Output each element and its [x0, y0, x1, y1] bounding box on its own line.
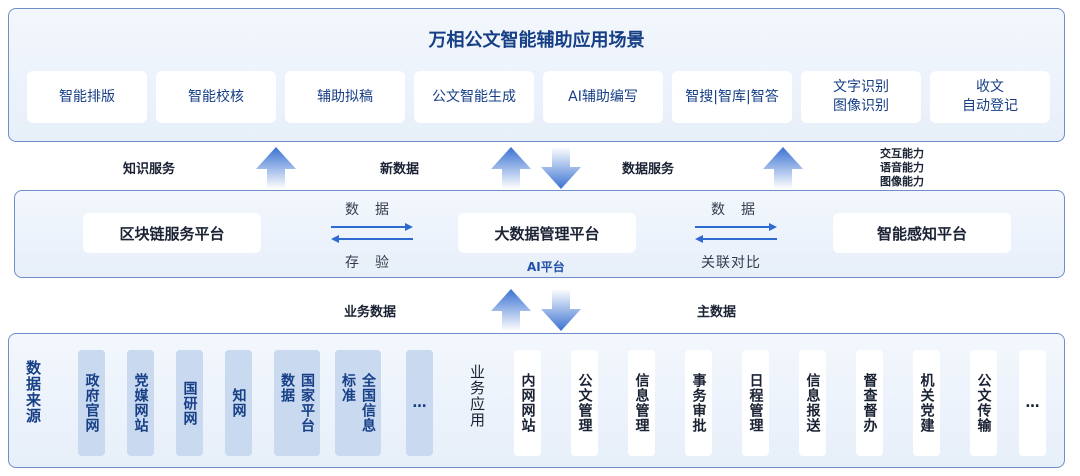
right-flow-top-label: 数 据	[711, 202, 756, 218]
scenario-search-library-answer[interactable]: 智搜|智库|智答	[672, 71, 792, 123]
scenario-ai-writing[interactable]: AI辅助编写	[543, 71, 663, 123]
double-arrow-icon	[695, 223, 777, 243]
app-schedule-management[interactable]: 日程管理	[742, 350, 769, 456]
left-flow-top-label: 数 据	[345, 202, 390, 218]
app-document-transfer[interactable]: 公文传输	[970, 350, 997, 456]
app-affairs-approval[interactable]: 事务审批	[685, 350, 712, 456]
source-national-standards[interactable]: 全国信息 标准	[335, 350, 381, 456]
scenario-text-image-recognition[interactable]: 文字识别 图像识别	[801, 71, 921, 123]
app-more[interactable]: …	[1019, 350, 1046, 456]
bigdata-platform[interactable]: 大数据管理平台	[458, 213, 636, 253]
arrow-up-icon	[763, 147, 803, 189]
arrow-up-icon	[491, 289, 531, 331]
scenario-document-generation[interactable]: 公文智能生成	[414, 71, 534, 123]
source-drcnet[interactable]: 国研网	[176, 350, 203, 456]
right-flow-bottom-label: 关联对比	[701, 255, 761, 271]
master-data-label: 主数据	[697, 305, 737, 320]
new-data-label: 新数据	[380, 162, 420, 177]
double-arrow-icon	[331, 223, 413, 243]
source-government-site[interactable]: 政府官网	[78, 350, 105, 456]
app-information-reporting[interactable]: 信息报送	[799, 350, 826, 456]
business-data-label: 业务数据	[344, 305, 397, 320]
left-flow-bottom-label: 存 验	[345, 255, 390, 271]
knowledge-service-label: 知识服务	[123, 162, 176, 177]
source-party-media[interactable]: 党媒网站	[127, 350, 154, 456]
sources-panel: 数据来源 政府官网 党媒网站 国研网 知网 国家平台 数据 全国信息 标准 … …	[8, 333, 1065, 468]
source-more[interactable]: …	[406, 350, 433, 456]
source-national-platform[interactable]: 国家平台 数据	[274, 350, 320, 456]
data-service-label: 数据服务	[622, 162, 675, 177]
data-source-label: 数据来源	[24, 360, 42, 424]
source-cnki[interactable]: 知网	[225, 350, 252, 456]
scenario-smart-layout[interactable]: 智能排版	[27, 71, 147, 123]
app-information-management[interactable]: 信息管理	[628, 350, 655, 456]
scenario-smart-check[interactable]: 智能校核	[156, 71, 276, 123]
scenario-assisted-drafting[interactable]: 辅助拟稿	[285, 71, 405, 123]
arrow-up-icon	[491, 147, 531, 189]
platforms-panel: 区块链服务平台 数 据 存 验 大数据管理平台 AI平台 数 据 关联对比 智能…	[14, 190, 1065, 278]
capabilities-label: 交互能力 语音能力 图像能力	[880, 147, 924, 188]
scenario-auto-registration[interactable]: 收文 自动登记	[930, 71, 1050, 123]
app-party-building[interactable]: 机关党建	[913, 350, 940, 456]
ai-platform-label: AI平台	[527, 260, 565, 274]
arrow-down-icon	[541, 289, 581, 331]
perception-platform[interactable]: 智能感知平台	[833, 213, 1011, 253]
app-document-management[interactable]: 公文管理	[571, 350, 598, 456]
app-supervision[interactable]: 督查督办	[856, 350, 883, 456]
scenarios-panel: 万相公文智能辅助应用场景 智能排版 智能校核 辅助拟稿 公文智能生成 AI辅助编…	[8, 8, 1065, 142]
arrow-down-icon	[541, 147, 581, 189]
blockchain-platform[interactable]: 区块链服务平台	[83, 213, 261, 253]
arrow-up-icon	[256, 147, 296, 189]
app-intranet-site[interactable]: 内网网站	[514, 350, 541, 456]
business-app-label: 业务应用	[468, 364, 486, 428]
scenarios-title: 万相公文智能辅助应用场景	[428, 30, 645, 51]
